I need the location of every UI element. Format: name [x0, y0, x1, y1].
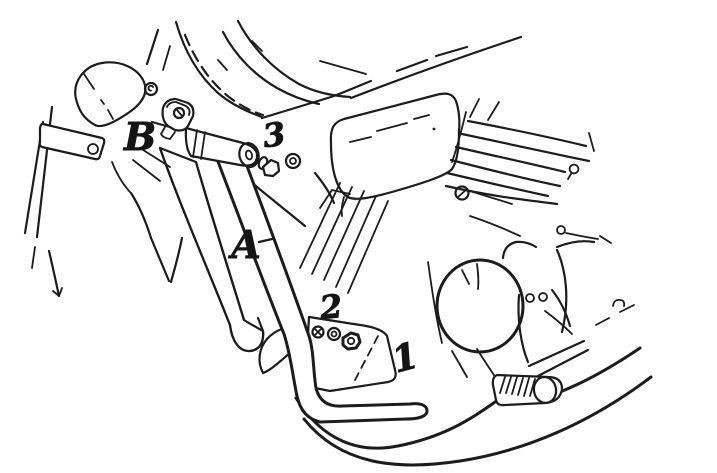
label-b: B — [123, 114, 156, 159]
fin-screw-icon — [568, 163, 580, 175]
upper-bracket-B — [160, 97, 195, 140]
hex-nut — [341, 331, 362, 351]
leader-B — [150, 120, 172, 129]
screw-spiral — [143, 81, 159, 97]
lower-frame-and-exhaust — [294, 346, 653, 467]
lower-bolt-washer-nut — [311, 325, 362, 351]
label-a: A — [228, 222, 260, 267]
generator-cover-circle — [435, 258, 525, 354]
cooling-fins — [444, 98, 595, 237]
leader-A — [257, 237, 274, 244]
bolt-head — [261, 158, 281, 178]
brake-pedal-pad — [491, 373, 564, 407]
crankcase-and-frame-plate — [451, 225, 612, 382]
frame-and-steering-head — [111, 19, 373, 228]
arrow-tip — [52, 287, 63, 297]
brake-pedal-arm — [527, 298, 635, 378]
fuel-tank-edge — [319, 35, 523, 100]
fork-clamp — [38, 122, 106, 161]
reflector-teardrop — [74, 61, 147, 128]
frame-front-cover — [129, 191, 184, 284]
engine-front-fins — [299, 182, 443, 344]
cylinder-head-cover — [329, 92, 461, 200]
engine-guard-bar — [210, 140, 429, 424]
label-3: 3 — [260, 115, 287, 156]
washer — [284, 152, 302, 170]
carb-screw — [454, 185, 513, 205]
cable-hook — [612, 298, 626, 307]
frame-downtube — [158, 146, 265, 353]
upper-clamp — [184, 126, 260, 168]
label-2: 2 — [317, 287, 344, 327]
upper-bolt-and-washer — [255, 152, 302, 178]
pad-ribs — [499, 376, 536, 397]
